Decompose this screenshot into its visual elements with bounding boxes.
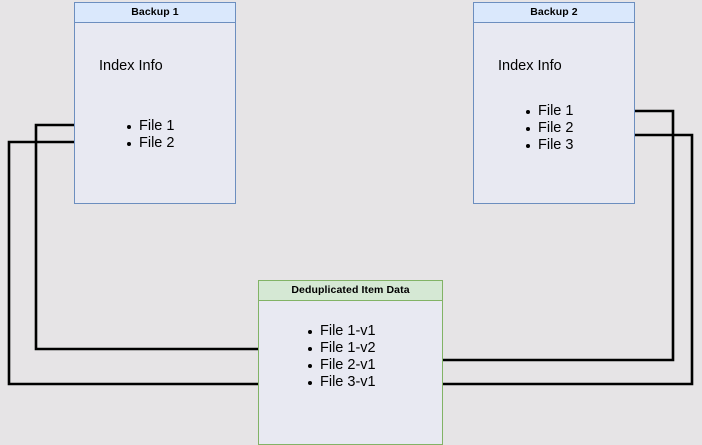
backup-1-file-list: File 1 File 2	[126, 118, 174, 152]
list-item: File 1-v1	[307, 323, 376, 340]
node-backup-2-header: Backup 2	[474, 3, 634, 23]
list-item: File 3-v1	[307, 374, 376, 391]
list-item: File 1-v2	[307, 340, 376, 357]
node-backup-1-header: Backup 1	[75, 3, 235, 23]
backup-2-file-list: File 1 File 2 File 3	[525, 103, 573, 154]
list-item: File 1	[126, 118, 174, 135]
node-backup-2[interactable]: Backup 2 Index Info File 1 File 2 File 3	[473, 2, 635, 204]
list-item: File 2	[525, 120, 573, 137]
node-backup-2-body: Index Info File 1 File 2 File 3	[474, 23, 634, 203]
node-dedup-body: File 1-v1 File 1-v2 File 2-v1 File 3-v1	[259, 301, 442, 444]
node-dedup-header: Deduplicated Item Data	[259, 281, 442, 301]
dedup-file-list: File 1-v1 File 1-v2 File 2-v1 File 3-v1	[307, 323, 376, 391]
node-deduplicated-item-data[interactable]: Deduplicated Item Data File 1-v1 File 1-…	[258, 280, 443, 445]
backup-2-index-info-label: Index Info	[498, 58, 562, 74]
node-backup-1[interactable]: Backup 1 Index Info File 1 File 2	[74, 2, 236, 204]
list-item: File 1	[525, 103, 573, 120]
list-item: File 2	[126, 135, 174, 152]
backup-1-index-info-label: Index Info	[99, 58, 163, 74]
node-backup-1-body: Index Info File 1 File 2	[75, 23, 235, 203]
list-item: File 2-v1	[307, 357, 376, 374]
list-item: File 3	[525, 137, 573, 154]
